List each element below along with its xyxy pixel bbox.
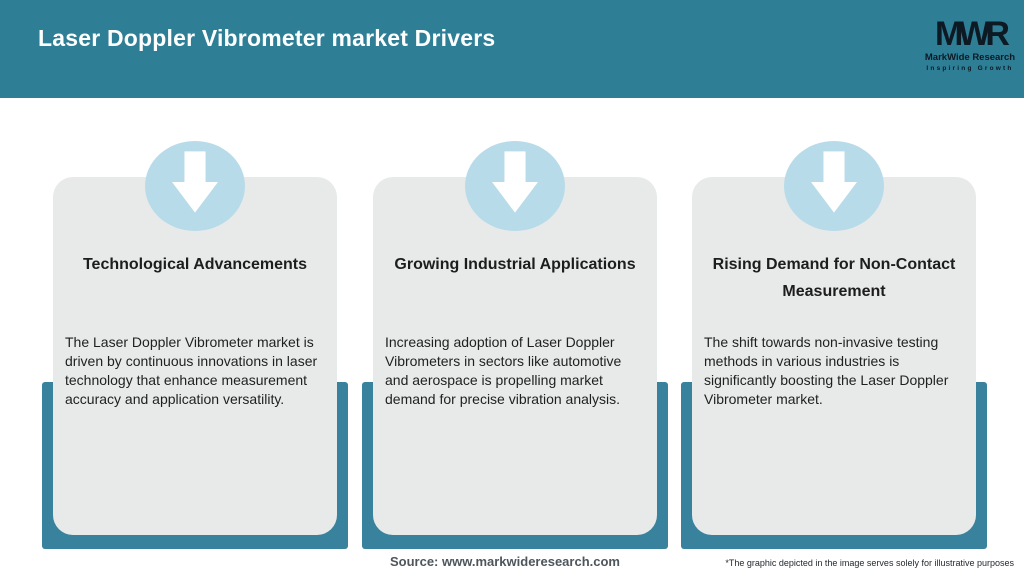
down-arrow-icon xyxy=(492,151,538,213)
card-body-text: The Laser Doppler Vibrometer market is d… xyxy=(65,334,318,407)
card-title: Technological Advancements xyxy=(82,256,308,273)
header-bar: Laser Doppler Vibrometer market Drivers … xyxy=(0,0,1024,98)
card-body-text: Increasing adoption of Laser Doppler Vib… xyxy=(385,334,622,407)
arrow-badge xyxy=(784,141,884,231)
logo-name: MarkWide Research xyxy=(924,52,1016,63)
card-title: Growing Industrial Applications xyxy=(394,256,636,273)
driver-card: Technological Advancements The Laser Dop… xyxy=(53,177,337,535)
driver-column-2: Growing Industrial Applications Increasi… xyxy=(362,0,668,576)
driver-column-3: Rising Demand for Non-Contact Measuremen… xyxy=(681,0,987,576)
arrow-badge xyxy=(465,141,565,231)
disclaimer-note: *The graphic depicted in the image serve… xyxy=(725,558,1014,568)
page-title: Laser Doppler Vibrometer market Drivers xyxy=(38,25,496,51)
markwide-logo: MWR MarkWide Research Inspiring Growth xyxy=(920,16,1020,72)
arrow-badge xyxy=(145,141,245,231)
logo-tagline: Inspiring Growth xyxy=(926,65,1014,72)
down-arrow-icon xyxy=(172,151,218,213)
driver-card: Rising Demand for Non-Contact Measuremen… xyxy=(692,177,976,535)
source-attribution: Source: www.markwideresearch.com xyxy=(389,554,620,569)
down-arrow-icon xyxy=(811,151,857,213)
driver-column-1: Technological Advancements The Laser Dop… xyxy=(42,0,348,576)
card-body-text: The shift towards non-invasive testing m… xyxy=(704,334,949,407)
driver-card: Growing Industrial Applications Increasi… xyxy=(373,177,657,535)
mwr-monogram-icon: MWR xyxy=(935,14,1010,54)
card-title: Rising Demand for Non-Contact Measuremen… xyxy=(712,256,956,300)
